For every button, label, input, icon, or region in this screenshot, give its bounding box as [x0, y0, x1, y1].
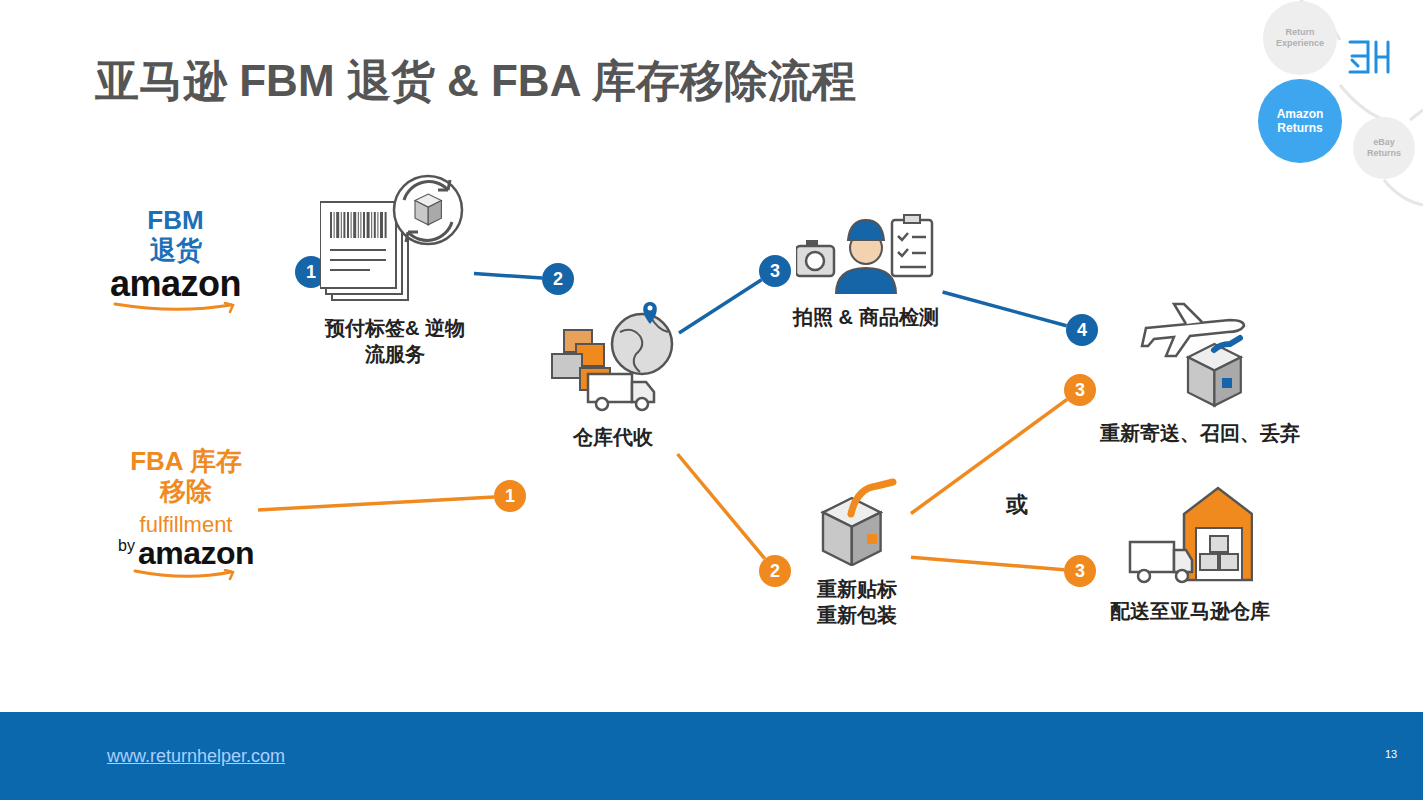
icon: [1128, 484, 1253, 592]
step-reship: 重新寄送、召回、丢弃: [1100, 298, 1300, 446]
callout-number: 3: [770, 261, 780, 282]
logo-smile: [131, 569, 241, 581]
source-label: fulfillment: [140, 513, 233, 537]
connector: [911, 399, 1067, 513]
fba-source: FBA 库存移除fulfillmentbyamazon: [118, 447, 254, 581]
repack-icon: [817, 478, 897, 566]
nav-circle: eBay Returns: [1353, 117, 1415, 179]
icon: [320, 170, 470, 309]
source-label: amazon: [138, 537, 254, 569]
nav-circle-active: Amazon Returns: [1258, 79, 1342, 163]
logo-smile: [111, 302, 241, 314]
step-number: 3: [1064, 374, 1096, 406]
nav-label: eBay Returns: [1359, 137, 1409, 159]
callout-number: 1: [505, 486, 515, 507]
title: 亚马逊 FBM 退货 & FBA 库存移除流程: [95, 52, 856, 111]
source-label: amazon: [110, 266, 241, 302]
step-number: 4: [1066, 314, 1098, 346]
source-label: by: [118, 537, 135, 555]
callout-number: 3: [1075, 561, 1085, 582]
step-number: 2: [759, 555, 791, 587]
step-caption: 预付标签& 逆物流服务: [320, 315, 470, 367]
inspection-icon: [796, 212, 936, 294]
connector: [678, 454, 765, 559]
step-caption: 仓库代收: [573, 424, 653, 450]
nav-circle: Return Experience: [1263, 1, 1337, 75]
callout-number: 3: [1075, 380, 1085, 401]
step-number: 1: [494, 480, 526, 512]
source-label: FBM 退货: [136, 206, 216, 266]
step-number: 3: [1064, 555, 1096, 587]
icon: [550, 302, 675, 418]
fbm-source: FBM 退货amazon: [110, 206, 241, 314]
step-caption: 拍照 & 商品检测: [793, 304, 939, 330]
warehouse-icon: [550, 302, 675, 414]
source-label: FBA 库存移除: [130, 447, 242, 507]
page-number: 13: [1385, 748, 1397, 760]
logo-smile: [131, 569, 241, 581]
step-caption: 重新贴标 重新包装: [807, 576, 907, 628]
nav-label: Return Experience: [1270, 27, 1329, 49]
icon: [796, 212, 936, 298]
step-inspect: 拍照 & 商品检测: [793, 212, 939, 330]
step-caption: 配送至亚马逊仓库: [1110, 598, 1270, 624]
connector: [679, 280, 762, 333]
label-icon: [320, 170, 470, 305]
step-amazon-warehouse: 配送至亚马逊仓库: [1110, 484, 1270, 624]
step-number: 3: [759, 255, 791, 287]
warehouse-delivery-icon: [1128, 484, 1253, 588]
reship-icon: [1140, 298, 1260, 410]
callout-number: 2: [770, 561, 780, 582]
step-label: 预付标签& 逆物流服务: [320, 170, 470, 367]
connector: [943, 292, 1067, 326]
callout-number: 1: [306, 262, 316, 283]
logo: [1350, 42, 1388, 72]
or-label: 或: [1006, 490, 1028, 520]
nav-label: Amazon Returns: [1266, 107, 1333, 136]
logo-row: byamazon: [118, 537, 254, 569]
callout-number: 2: [553, 269, 563, 290]
connector: [258, 497, 494, 510]
step-repack: 重新贴标 重新包装: [807, 478, 907, 628]
footer-url: www.returnhelper.com: [107, 746, 285, 767]
callout-number: 4: [1077, 320, 1087, 341]
step-caption: 重新寄送、召回、丢弃: [1100, 420, 1300, 446]
icon: [817, 478, 897, 570]
connector: [911, 557, 1064, 569]
step-warehouse: 仓库代收: [550, 302, 675, 450]
connector: [474, 274, 542, 278]
icon: [1140, 298, 1260, 414]
logo-smile: [111, 302, 241, 314]
step-number: 2: [542, 263, 574, 295]
